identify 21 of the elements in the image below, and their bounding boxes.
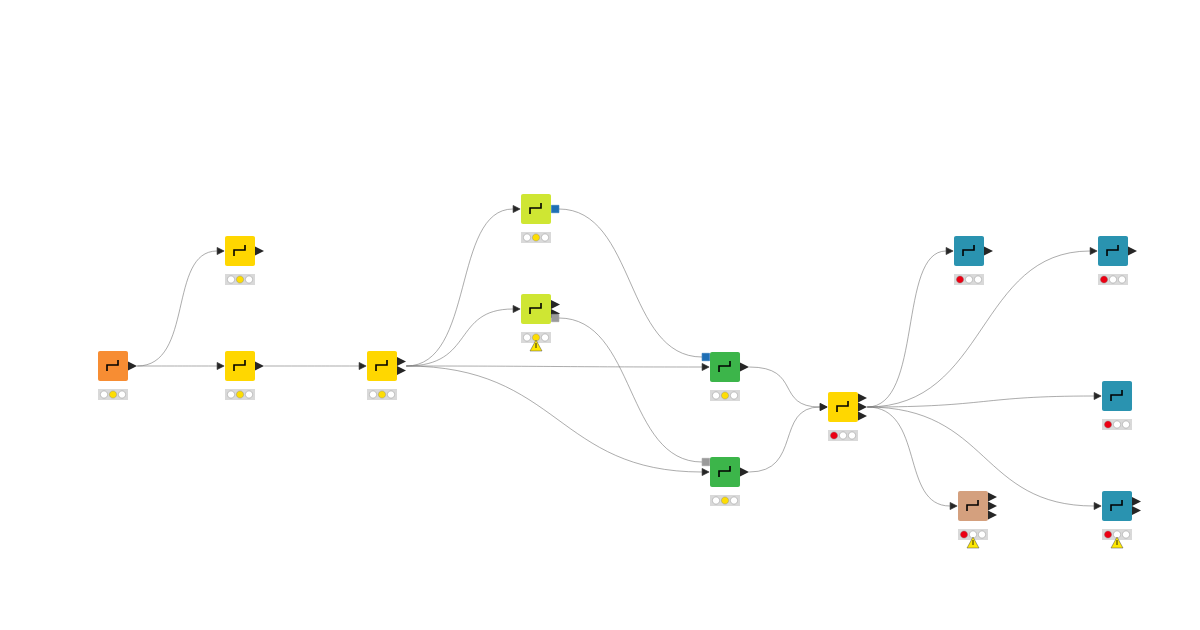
workflow-node	[958, 491, 997, 521]
connector	[551, 205, 710, 361]
connector	[748, 403, 828, 473]
connector	[551, 314, 710, 466]
workflow-node	[98, 351, 137, 381]
workflow-node	[521, 194, 551, 224]
workflow-node	[1102, 381, 1132, 411]
workflow-node	[710, 457, 749, 487]
workflow-node	[225, 236, 264, 266]
workflow-node	[1102, 491, 1141, 521]
connector	[263, 362, 367, 370]
workflow-node	[954, 236, 993, 266]
connector	[136, 362, 225, 370]
workflow-node	[710, 352, 749, 382]
connector	[405, 365, 710, 476]
connector	[866, 406, 1102, 510]
workflow-node	[225, 351, 264, 381]
workflow-node	[828, 392, 867, 422]
workflow-node	[521, 294, 560, 324]
workflow-node	[367, 351, 406, 381]
workflow-node	[1098, 236, 1137, 266]
